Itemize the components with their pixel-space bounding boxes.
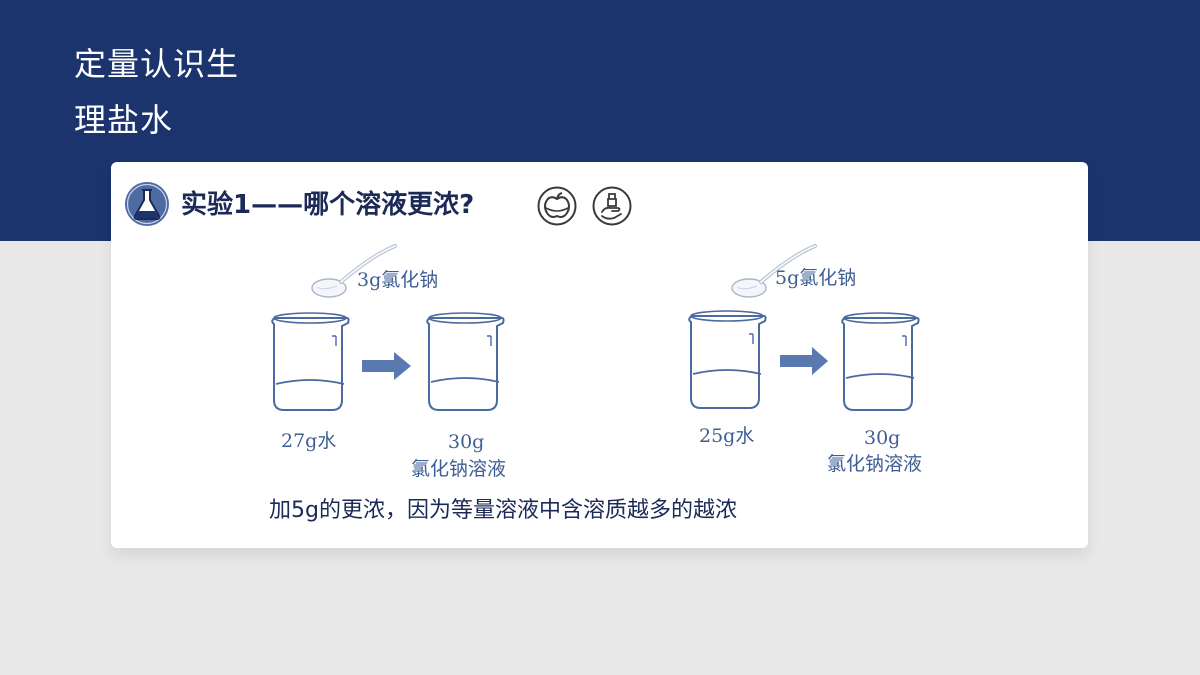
experiment-title: 实验1——哪个溶液更浓?: [181, 190, 475, 220]
conclusion-text: 加5g的更浓，因为等量溶液中含溶质越多的越浓: [269, 498, 737, 523]
beaker-out-label-a-mass: 30g: [448, 431, 485, 453]
spoon-label-b: 5g氯化钠: [775, 267, 857, 289]
arrow-b: [780, 347, 828, 375]
slide-title-line-1: 定量认识生: [74, 45, 240, 83]
spoon-label-a: 3g氯化钠: [357, 269, 439, 291]
apple-icon: [537, 186, 577, 226]
arrow-a: [362, 352, 411, 380]
flask-icon: [125, 182, 169, 226]
slide-title: 定量认识生 理盐水: [74, 36, 239, 148]
beaker-out-label-a-name: 氯化钠溶液: [411, 458, 507, 480]
beaker-out-label-b-mass: 30g: [864, 427, 901, 449]
experiment-card: 实验1——哪个溶液更浓?: [111, 162, 1088, 548]
beaker-solution-b: [841, 312, 920, 411]
beaker-in-label-a: 27g水: [281, 430, 337, 452]
slide-title-line-2: 理盐水: [74, 101, 174, 139]
hand-washing-icon: [592, 186, 632, 226]
beaker-water-b: [688, 310, 767, 409]
beaker-in-label-b: 25g水: [699, 425, 755, 447]
beaker-solution-a: [426, 312, 505, 411]
illustration: [271, 244, 920, 411]
beaker-out-label-b-name: 氯化钠溶液: [827, 453, 923, 475]
beaker-water-a: [271, 312, 350, 411]
